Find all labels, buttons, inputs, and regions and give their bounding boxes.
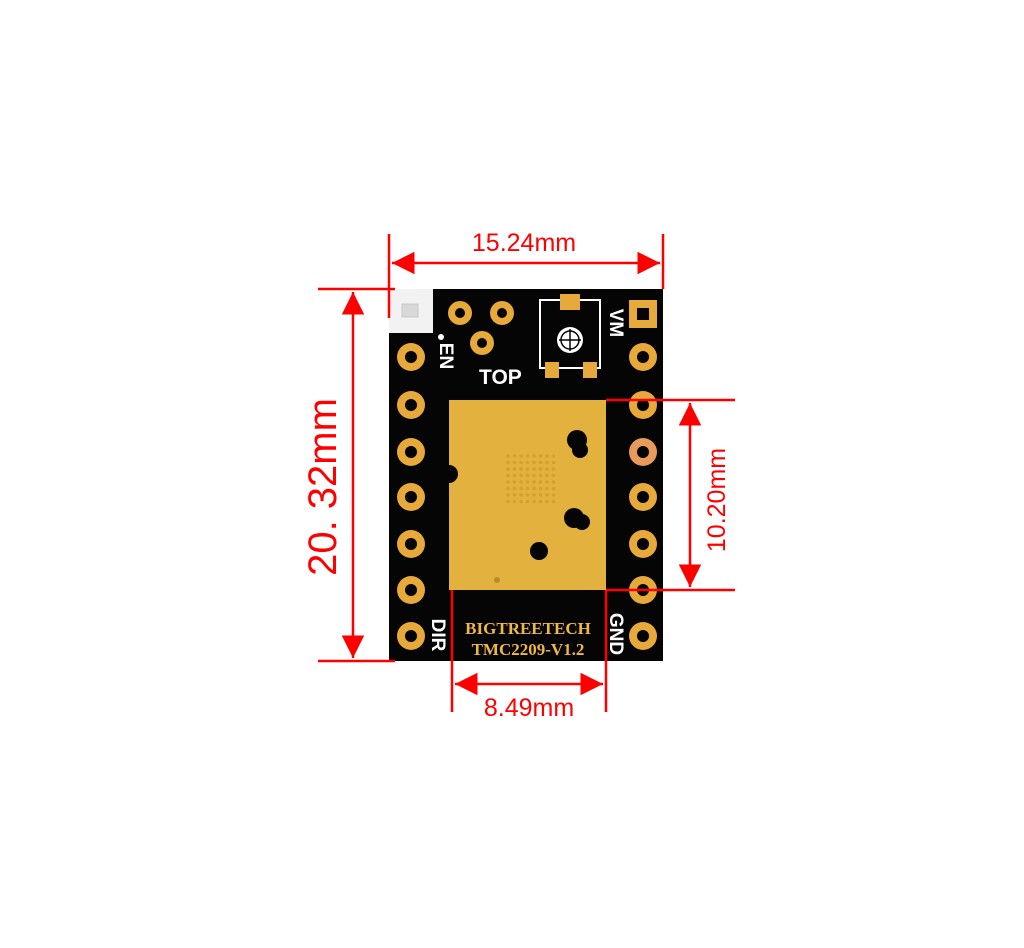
- silk-brand: BIGTREETECH: [465, 619, 591, 638]
- pot-pad-top: [560, 294, 580, 310]
- board-width-label: 15.24mm: [472, 229, 576, 257]
- potentiometer: [539, 294, 601, 378]
- heatsink-notch: [440, 465, 458, 483]
- dimension-annotations: [318, 234, 735, 712]
- pot-pad-right: [583, 362, 597, 378]
- corner-led-inner: [401, 303, 419, 318]
- pcb-board: EN TOP VM DIR GND BIGTREETECH TMC2209-V1…: [389, 289, 663, 661]
- right-pin-header: [629, 343, 657, 650]
- pot-pad-left: [545, 362, 559, 378]
- heatsink-width-label: 8.49mm: [484, 694, 574, 722]
- en-dot: [438, 334, 444, 340]
- heatsink-thermal-dots: [506, 454, 556, 504]
- silk-dir-label: DIR: [427, 619, 448, 652]
- board-height-label: 20. 32mm: [301, 398, 345, 576]
- left-pin-header: [397, 343, 425, 650]
- silk-model: TMC2209-V1.2: [472, 640, 585, 659]
- silk-top-label: TOP: [479, 366, 522, 389]
- silk-en-label: EN: [435, 343, 456, 369]
- heatsink-height-label: 10.20mm: [703, 448, 731, 552]
- heatsink-hole: [530, 542, 548, 560]
- top-config-pads: [448, 301, 514, 355]
- heatsink: [440, 400, 606, 590]
- silk-gnd-label: GND: [605, 613, 626, 655]
- silk-vm-label: VM: [605, 309, 626, 338]
